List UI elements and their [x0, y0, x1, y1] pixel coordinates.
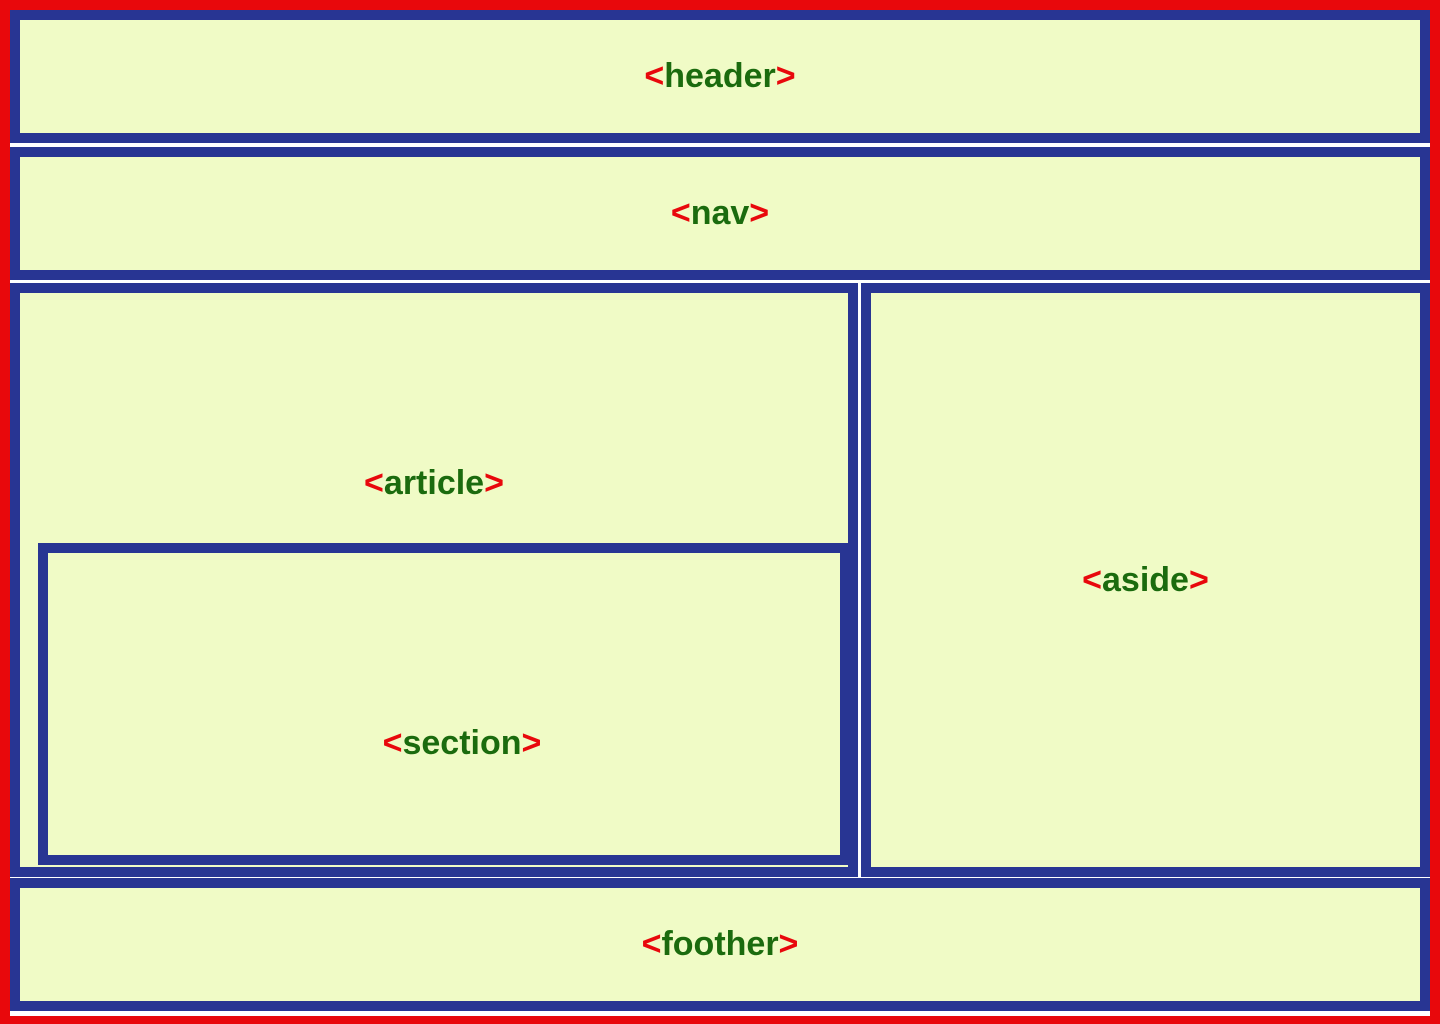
close-bracket: > [1188, 560, 1209, 599]
aside-label: <aside> [1082, 561, 1209, 600]
footer-label: <foother> [642, 925, 799, 964]
article-label: <article> [20, 464, 848, 503]
open-bracket: < [364, 464, 384, 502]
tag-name: foother [661, 925, 779, 963]
open-bracket: < [1082, 560, 1103, 599]
tag-name: header [664, 57, 776, 95]
tag-name: article [383, 464, 485, 502]
close-bracket: > [778, 925, 799, 963]
nav-block: <nav> [10, 147, 1430, 280]
tag-name: section [402, 724, 522, 762]
footer-block: <foother> [10, 878, 1430, 1011]
nav-label: <nav> [671, 194, 769, 233]
section-block: <section> [38, 543, 850, 865]
header-label: <header> [644, 57, 795, 96]
section-label: <section> [48, 724, 876, 763]
tag-name: aside [1102, 560, 1189, 599]
open-bracket: < [670, 194, 691, 232]
aside-block: <aside> [861, 283, 1430, 877]
close-bracket: > [775, 57, 796, 95]
open-bracket: < [641, 925, 662, 963]
header-block: <header> [10, 10, 1430, 143]
open-bracket: < [644, 57, 665, 95]
close-bracket: > [749, 194, 770, 232]
tag-name: nav [690, 194, 750, 232]
close-bracket: > [484, 464, 504, 502]
page-frame: <header> <nav> <article> <section> <asid… [10, 10, 1430, 1016]
close-bracket: > [521, 724, 542, 762]
open-bracket: < [382, 724, 403, 762]
article-block: <article> <section> [10, 283, 858, 877]
